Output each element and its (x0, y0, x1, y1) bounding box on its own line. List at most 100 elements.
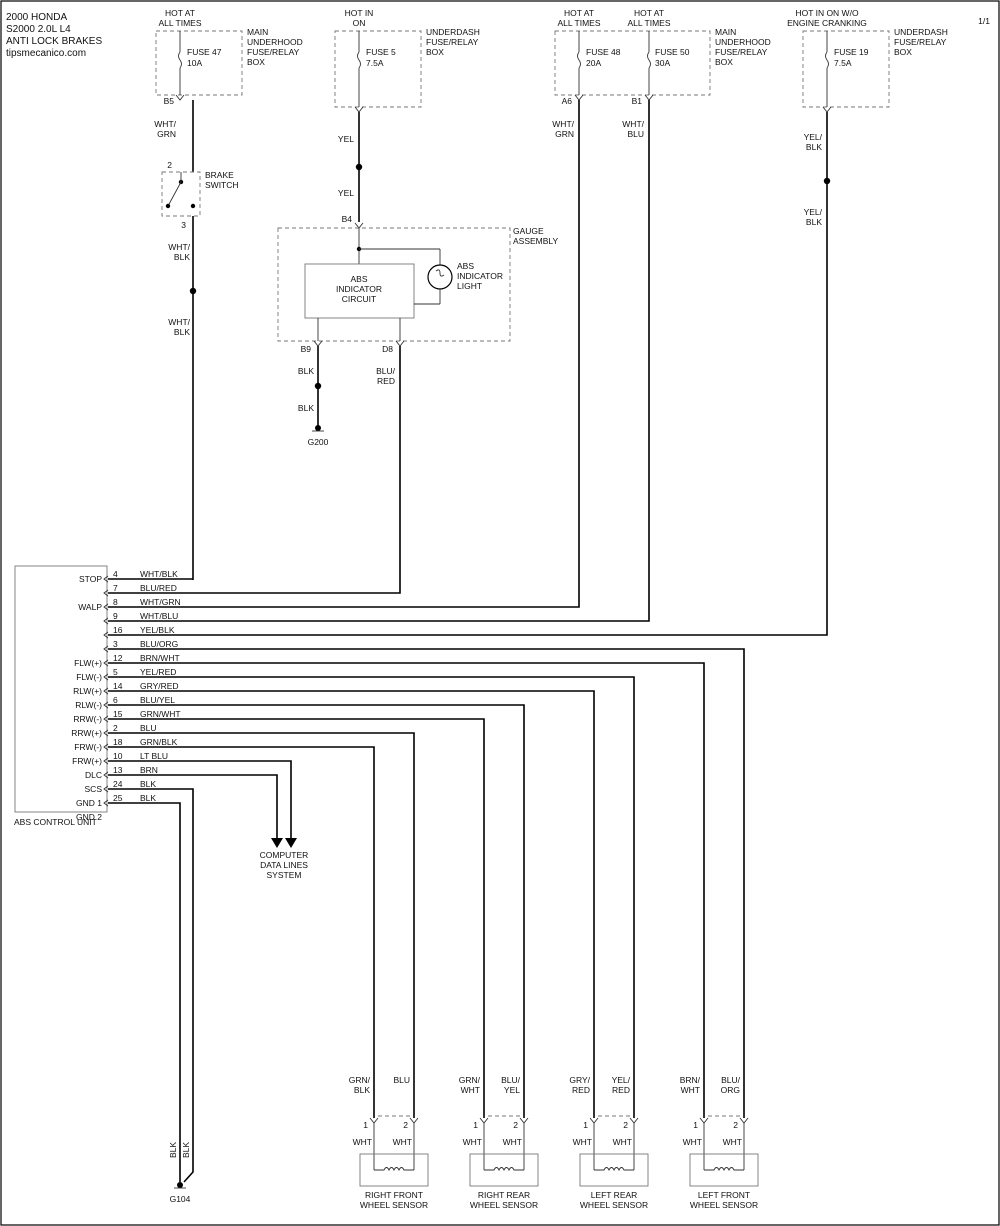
abs-pin-name: FRW(+) (72, 756, 102, 766)
abs-pin-wire-color: BLK (140, 779, 156, 789)
wire-gry-red-lr (108, 676, 635, 1118)
abs-pin-wire-color: BLU/RED (140, 583, 177, 593)
abs-pin-number: 8 (113, 597, 118, 607)
abs-pin-terminal (103, 645, 109, 653)
gauge-pin-b4: B4 (342, 214, 353, 224)
abs-pin-name: FLW(+) (74, 658, 102, 668)
abs-pin-number: 16 (113, 625, 123, 635)
abs-pin-wire-color: BLK (140, 793, 156, 803)
sensor-wire-label: YEL/ (612, 1075, 631, 1085)
abs-pin-terminal (103, 575, 109, 583)
abs-pin-number: 13 (113, 765, 123, 775)
sensor-wire-label: RED (572, 1085, 590, 1095)
box-label: UNDERHOOD (715, 37, 771, 47)
abs-pin-name: STOP (79, 574, 102, 584)
abs-pin-number: 3 (113, 639, 118, 649)
sensor-wire-label: BLU/ (721, 1075, 741, 1085)
sensor-wire-label: RED (612, 1085, 630, 1095)
wire-label: BLU (627, 129, 644, 139)
sensor-wire-label: WHT (461, 1085, 480, 1095)
fuse-47-rating: 10A (187, 58, 202, 68)
brake-switch: 2 3 BRAKE SWITCH (161, 160, 239, 230)
connector-b1: B1 (632, 96, 643, 106)
wire-label: YEL (338, 188, 354, 198)
data-lines-label-1: COMPUTER (260, 850, 309, 860)
sensor-connector-color: WHT (683, 1137, 702, 1147)
box-label: BOX (715, 57, 733, 67)
fuse-5-symbol (357, 51, 361, 69)
light-label-3: LIGHT (457, 281, 482, 291)
wire-grn-blk-rf (108, 732, 415, 1118)
abs-pin-number: 25 (113, 793, 123, 803)
wire-wht-grn-abs (108, 100, 580, 608)
sensor-coil-icon (594, 1167, 634, 1172)
abs-indicator-bulb-icon (427, 264, 453, 290)
arrow-down-icon (271, 838, 283, 848)
abs-pin-number: 9 (113, 611, 118, 621)
fuse-48-name: FUSE 48 (586, 47, 621, 57)
abs-pin-wire-color: GRN/WHT (140, 709, 181, 719)
abs-pin-name: RRW(+) (71, 728, 102, 738)
light-label-2: INDICATOR (457, 271, 503, 281)
wire-label: YEL/ (804, 132, 823, 142)
ground-icon (177, 1182, 183, 1188)
sensor-terminal (739, 1117, 749, 1124)
sensor-wire-label: YEL (504, 1085, 520, 1095)
abs-pin-wire-color: YEL/BLK (140, 625, 175, 635)
sensor-terminal (589, 1117, 599, 1124)
gauge-pin-b9: B9 (301, 344, 312, 354)
fuse-50-symbol (647, 51, 651, 69)
wire-label: WHT/ (552, 119, 574, 129)
abs-pin-number: 10 (113, 751, 123, 761)
fuse-48-power-1: HOT AT (564, 8, 594, 18)
wire-label: YEL (338, 134, 354, 144)
wire-label: BLK (181, 1142, 191, 1158)
fuse-47-power-2: ALL TIMES (159, 18, 202, 28)
gauge-label-2: ASSEMBLY (513, 236, 559, 246)
splice (189, 287, 197, 295)
abs-pin-name: GND 2 (76, 812, 102, 822)
wire-label: BLK (168, 1142, 178, 1158)
ground-g200: G200 (308, 437, 329, 447)
sensor-name-2: WHEEL SENSOR (690, 1200, 758, 1210)
sensor-pin-1: 1 (473, 1120, 478, 1130)
abs-pin-terminal (103, 701, 109, 709)
sensor-wire-label: BLU (393, 1075, 410, 1085)
sensor-name-1: LEFT REAR (591, 1190, 638, 1200)
abs-pin-wire-color: WHT/BLU (140, 611, 178, 621)
wire-yel-blk-abs (108, 112, 828, 636)
sensor-connector-color: WHT (353, 1137, 372, 1147)
brake-switch-pin-3: 3 (181, 220, 186, 230)
sensor-body (359, 1153, 429, 1187)
abs-pin-number: 5 (113, 667, 118, 677)
wire-blu-rr (108, 718, 485, 1118)
wire-label: WHT/ (622, 119, 644, 129)
abs-pin-number: 15 (113, 709, 123, 719)
wire-label: WHT/ (168, 242, 190, 252)
abs-pin-name: DLC (85, 770, 102, 780)
header-system: ANTI LOCK BRAKES (6, 36, 102, 47)
abs-pin-wire-color: BRN/WHT (140, 653, 180, 663)
abs-pin-terminal (103, 617, 109, 625)
abs-pin-terminal (103, 673, 109, 681)
header-site: tipsmecanico.com (6, 48, 86, 59)
sensor-coil-icon (374, 1167, 414, 1172)
abs-pin-wire-color: BLU (140, 723, 157, 733)
box-label: UNDERDASH (894, 27, 948, 37)
sensor-terminal (369, 1117, 379, 1124)
sensor-connector-color: WHT (393, 1137, 412, 1147)
sensor-name-1: LEFT FRONT (698, 1190, 750, 1200)
box-label: FUSE/RELAY (247, 47, 300, 57)
abs-pin-terminal (103, 757, 109, 765)
circuit-label-2: INDICATOR (336, 284, 382, 294)
sensor-wire-label: GRN/ (349, 1075, 371, 1085)
abs-pin-number: 14 (113, 681, 123, 691)
header-vehicle: 2000 HONDA (6, 12, 67, 23)
sensor-terminal (629, 1117, 639, 1124)
fuse-48-symbol (577, 51, 581, 69)
wire-label: BLK (174, 252, 190, 262)
